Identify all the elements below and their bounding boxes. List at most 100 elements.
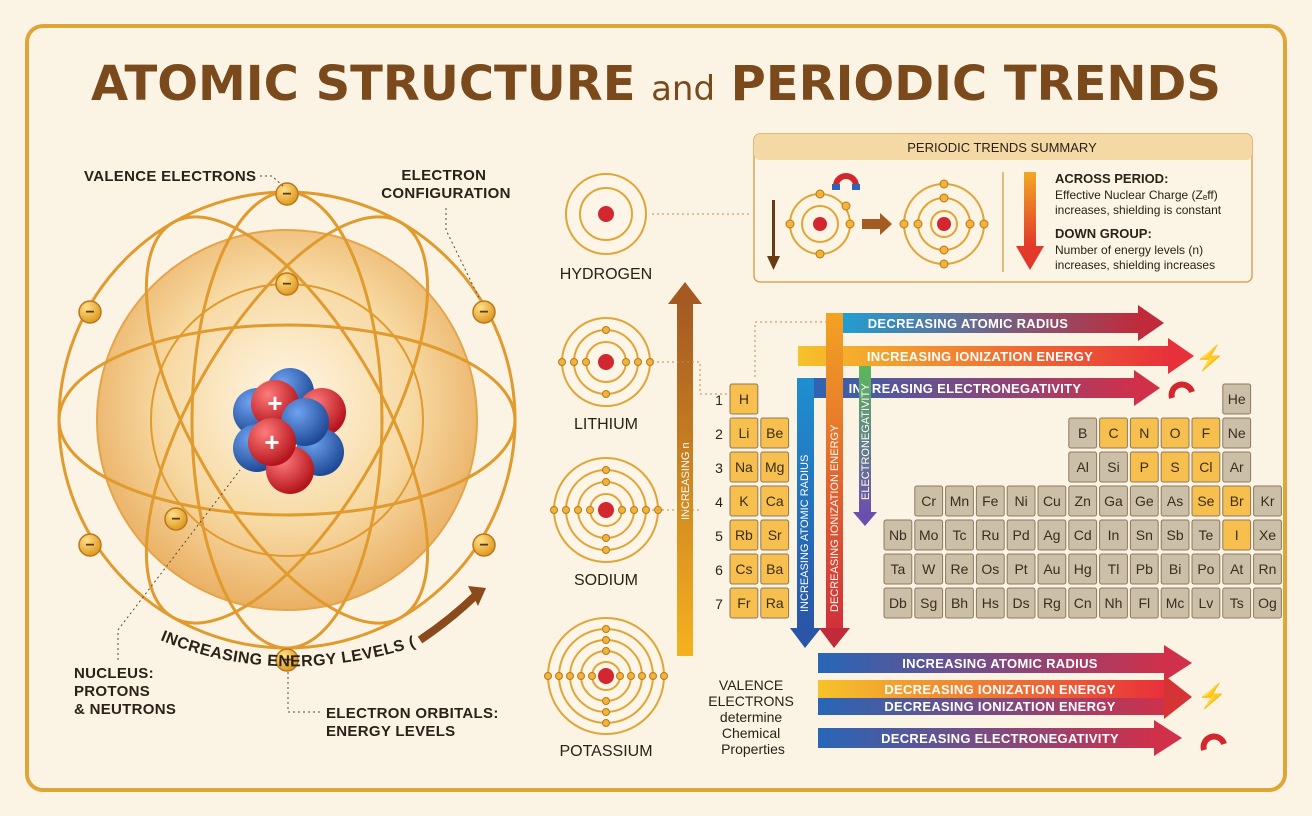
svg-text:Ta: Ta bbox=[891, 561, 906, 577]
element-cell-S: S bbox=[1160, 451, 1190, 483]
element-cell-Rb: Rb bbox=[729, 519, 759, 551]
svg-text:Mc: Mc bbox=[1166, 595, 1185, 611]
svg-text:−: − bbox=[479, 537, 488, 554]
trend-top-0: DECREASING ATOMIC RADIUS bbox=[868, 316, 1069, 331]
element-cell-P: P bbox=[1129, 451, 1159, 483]
svg-text:Rn: Rn bbox=[1259, 561, 1277, 577]
period-number: 3 bbox=[715, 460, 723, 476]
element-cell-In: In bbox=[1099, 519, 1128, 551]
trend-arrows-bottom: INCREASING ATOMIC RADIUS DECREASING IONI… bbox=[818, 645, 1227, 756]
proton-sign: + bbox=[267, 388, 282, 418]
period-number: 5 bbox=[715, 528, 723, 544]
svg-text:Ar: Ar bbox=[1230, 459, 1244, 475]
element-cell-Nb: Nb bbox=[883, 519, 913, 551]
element-cell-Te: Te bbox=[1191, 519, 1221, 551]
svg-text:Rg: Rg bbox=[1043, 595, 1061, 611]
element-cell-Xe: Xe bbox=[1253, 519, 1282, 551]
svg-text:Rb: Rb bbox=[735, 527, 753, 543]
svg-text:P: P bbox=[1140, 459, 1149, 475]
svg-text:Kr: Kr bbox=[1261, 493, 1275, 509]
svg-text:Ds: Ds bbox=[1013, 595, 1030, 611]
svg-text:Re: Re bbox=[951, 561, 969, 577]
svg-text:B: B bbox=[1078, 425, 1087, 441]
element-cell-Br: Br bbox=[1222, 485, 1252, 517]
element-cell-Na: Na bbox=[729, 451, 759, 483]
element-cell-C: C bbox=[1099, 417, 1128, 449]
valence-electrons-label: VALENCE ELECTRONS bbox=[84, 168, 256, 185]
element-cell-Pt: Pt bbox=[1006, 553, 1036, 585]
element-cell-Rn: Rn bbox=[1253, 553, 1282, 585]
svg-text:Hs: Hs bbox=[982, 595, 999, 611]
svg-text:Fe: Fe bbox=[982, 493, 999, 509]
svg-text:Db: Db bbox=[889, 595, 907, 611]
svg-text:Bh: Bh bbox=[951, 595, 968, 611]
vertical-trend-2: ELECTRONEGATIVITY bbox=[860, 383, 872, 500]
down-line-1: Number of energy levels (n) bbox=[1055, 243, 1203, 257]
svg-text:Cs: Cs bbox=[735, 561, 752, 577]
proton-sign: + bbox=[264, 427, 279, 457]
svg-text:Ag: Ag bbox=[1043, 527, 1060, 543]
element-cell-Ne: Ne bbox=[1222, 417, 1252, 449]
element-cell-Po: Po bbox=[1191, 553, 1221, 585]
element-atom bbox=[544, 617, 668, 735]
element-cell-Ca: Ca bbox=[760, 485, 790, 517]
svg-text:In: In bbox=[1108, 527, 1120, 543]
element-cell-At: At bbox=[1222, 553, 1252, 585]
svg-text:Pd: Pd bbox=[1013, 527, 1030, 543]
electron: − bbox=[275, 182, 299, 206]
element-name-sodium: SODIUM bbox=[574, 572, 638, 589]
element-cell-Cr: Cr bbox=[914, 485, 944, 517]
across-title: ACROSS PERIOD: bbox=[1055, 171, 1168, 186]
svg-text:Bi: Bi bbox=[1169, 561, 1181, 577]
element-cell-K: K bbox=[729, 485, 759, 517]
element-cell-Pd: Pd bbox=[1006, 519, 1036, 551]
lightning-icon: ⚡ bbox=[1197, 682, 1227, 710]
element-cell-W: W bbox=[914, 553, 944, 585]
electron: − bbox=[164, 507, 188, 531]
element-cell-Pb: Pb bbox=[1129, 553, 1159, 585]
element-cell-O: O bbox=[1160, 417, 1190, 449]
element-cell-Li: Li bbox=[729, 417, 759, 449]
svg-text:Fr: Fr bbox=[737, 595, 751, 611]
element-cell-Ru: Ru bbox=[975, 519, 1005, 551]
element-cell-Be: Be bbox=[760, 417, 790, 449]
svg-text:Og: Og bbox=[1258, 595, 1277, 611]
svg-text:At: At bbox=[1230, 561, 1243, 577]
element-cell-Bh: Bh bbox=[945, 587, 974, 619]
right-arrow-icon bbox=[862, 213, 892, 235]
vertical-trend-0: INCREASING ATOMIC RADIUS bbox=[799, 455, 811, 612]
trend-top-1: INCREASING IONIZATION ENERGY bbox=[867, 349, 1093, 364]
proton bbox=[248, 418, 296, 466]
svg-text:Sb: Sb bbox=[1167, 527, 1184, 543]
svg-text:Os: Os bbox=[981, 561, 999, 577]
electron: − bbox=[275, 648, 299, 672]
element-cell-Ba: Ba bbox=[760, 553, 790, 585]
svg-text:Br: Br bbox=[1230, 493, 1244, 509]
element-cell-Lv: Lv bbox=[1191, 587, 1221, 619]
electron: − bbox=[472, 533, 496, 557]
period-number: 4 bbox=[715, 494, 723, 510]
element-cell-F: F bbox=[1191, 417, 1221, 449]
element-cell-Cl: Cl bbox=[1191, 451, 1221, 483]
svg-text:N: N bbox=[1139, 425, 1149, 441]
svg-text:−: − bbox=[282, 186, 291, 203]
svg-text:Fl: Fl bbox=[1138, 595, 1150, 611]
svg-text:Mo: Mo bbox=[919, 527, 939, 543]
svg-text:Cr: Cr bbox=[921, 493, 936, 509]
svg-text:Pb: Pb bbox=[1136, 561, 1153, 577]
trend-bottom-1: DECREASING IONIZATION ENERGY bbox=[884, 682, 1115, 697]
element-name-lithium: LITHIUM bbox=[574, 416, 638, 433]
electrons: −−−−−−−− bbox=[78, 182, 496, 672]
svg-text:Al: Al bbox=[1076, 459, 1088, 475]
period-number: 1 bbox=[715, 392, 723, 408]
element-cell-Sg: Sg bbox=[914, 587, 944, 619]
svg-text:−: − bbox=[171, 511, 180, 528]
svg-text:O: O bbox=[1170, 425, 1181, 441]
energy-arrow bbox=[417, 593, 478, 644]
element-cell-Re: Re bbox=[945, 553, 974, 585]
svg-text:Ra: Ra bbox=[766, 595, 784, 611]
element-atom bbox=[558, 317, 654, 407]
